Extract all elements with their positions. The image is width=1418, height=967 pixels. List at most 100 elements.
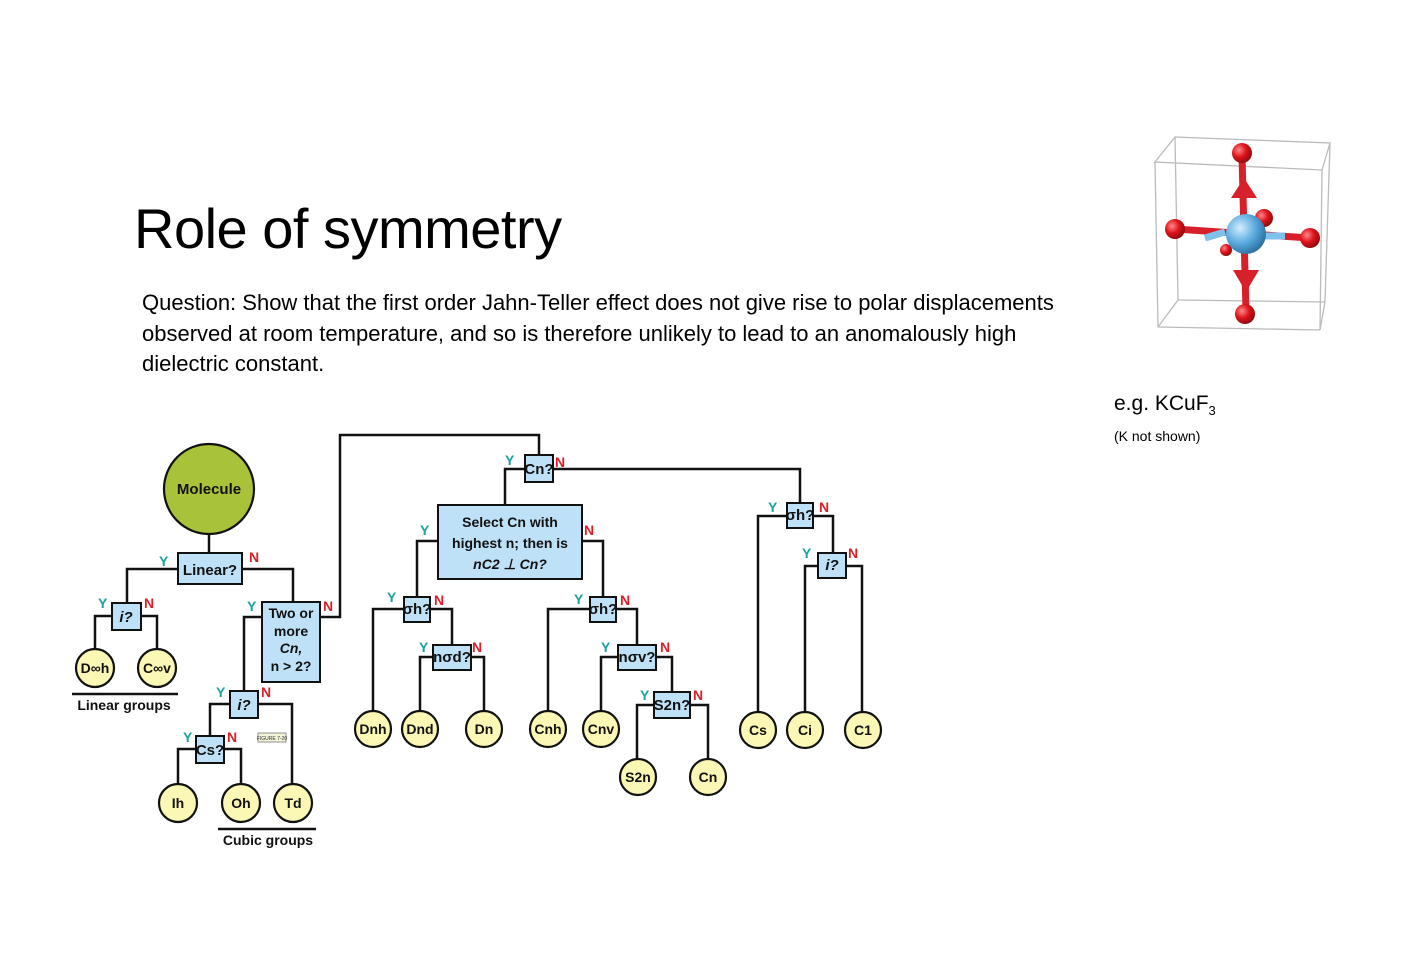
no-label: N (848, 545, 858, 561)
question-sigma-h-mid (589, 596, 617, 623)
yes-label: Y (505, 452, 515, 468)
group-td-label: Td (284, 795, 301, 811)
no-label: N (434, 592, 444, 608)
group-td (272, 782, 314, 824)
group-ci-label: Ci (798, 722, 812, 738)
atom-front (1220, 244, 1232, 256)
group-d-inf-h (74, 647, 116, 689)
question-c5-label: Cs? (196, 742, 224, 759)
yes-label: Y (159, 553, 169, 569)
question-inversion-right-label: i? (825, 557, 838, 574)
group-d-inf-h-label: D∞h (81, 660, 110, 676)
yes-label: Y (98, 595, 108, 611)
figure-tag (257, 732, 287, 743)
no-label: N (472, 639, 482, 655)
connector-lines (72, 433, 864, 831)
two-or-more-line1: Two or (269, 605, 314, 621)
yes-label: Y (601, 639, 611, 655)
question-select-cn (437, 504, 583, 580)
group-ih-label: Ih (172, 795, 184, 811)
question-c5 (195, 735, 225, 764)
question-inversion-right (817, 552, 847, 579)
example-subscript: 3 (1208, 403, 1216, 419)
question-cn (524, 454, 554, 483)
select-cn-line2: highest n; then is (452, 535, 568, 551)
group-s2n (618, 757, 658, 797)
group-dnh (353, 709, 393, 749)
figure-tag-label: FIGURE 7-20 (257, 736, 288, 742)
unit-cell-box (1153, 136, 1331, 331)
question-n-sigma-v (617, 644, 657, 671)
arrow-down (1233, 270, 1259, 292)
question-text: Question: Show that the first order Jahn… (142, 290, 1054, 376)
group-cnv-label: Cnv (588, 721, 615, 737)
yes-label: Y (420, 522, 430, 538)
atom-bottom (1235, 304, 1255, 324)
start-node-molecule (162, 442, 256, 536)
yes-label: Y (802, 545, 812, 561)
atom-top (1232, 143, 1252, 163)
example-label: e.g. KCuF3 (1114, 392, 1216, 418)
no-label: N (620, 592, 630, 608)
question-linear (177, 552, 243, 585)
question-n-sigma-v-label: nσv? (619, 649, 656, 666)
group-cs-label: Cs (749, 722, 767, 738)
question-cn-label: Cn? (524, 461, 553, 478)
question-two-or-more-cn (261, 601, 321, 683)
no-label: N (819, 499, 829, 515)
example-prefix: e.g. KCuF (1114, 392, 1209, 415)
atom-left (1165, 219, 1185, 239)
yes-label: Y (768, 499, 778, 515)
select-cn-line3: nC2 ⊥ Cn? (473, 556, 547, 572)
two-or-more-line4: n > 2? (271, 658, 312, 674)
no-label: N (584, 522, 594, 538)
no-label: N (227, 729, 237, 745)
arrow-up (1231, 178, 1257, 198)
group-cnv (581, 709, 621, 749)
question-inversion-cubic (229, 690, 259, 719)
group-ci (785, 710, 825, 750)
question-sigma-h-right (786, 502, 814, 529)
group-cnh (528, 709, 568, 749)
no-label: N (323, 598, 333, 614)
atom-center (1226, 214, 1266, 254)
no-label: N (261, 684, 271, 700)
question-inversion-linear-label: i? (119, 609, 132, 626)
group-dn (464, 709, 504, 749)
two-or-more-line3: Cn, (280, 640, 303, 656)
yes-label: Y (419, 639, 429, 655)
question-sigma-h-left-label: σh? (403, 601, 432, 618)
question-sigma-h-mid-label: σh? (589, 601, 618, 618)
question-inversion-cubic-label: i? (237, 697, 250, 714)
question-inversion-linear (111, 602, 142, 631)
question-n-sigma-d (432, 644, 472, 671)
group-dn-label: Dn (475, 721, 494, 737)
group-dnh-label: Dnh (359, 721, 386, 737)
group-c-inf-v (136, 647, 178, 689)
question-linear-label: Linear? (183, 562, 237, 579)
question-sigma-h-right-label: σh? (786, 507, 815, 524)
yes-label: Y (640, 687, 650, 703)
start-node-label: Molecule (177, 481, 241, 498)
atom-right (1300, 228, 1320, 248)
group-c1-label: C1 (854, 722, 872, 738)
linear-groups-label: Linear groups (77, 697, 171, 713)
yes-label: Y (387, 589, 397, 605)
question-n-sigma-d-label: nσd? (433, 649, 471, 666)
question-s2n (653, 691, 691, 719)
yes-label: Y (216, 684, 226, 700)
yes-label: Y (247, 598, 257, 614)
no-label: N (144, 595, 154, 611)
yes-label: Y (574, 591, 584, 607)
no-label: N (660, 639, 670, 655)
question-s2n-label: S2n? (654, 697, 691, 714)
no-label: N (693, 687, 703, 703)
group-c1 (843, 710, 883, 750)
slide-title: Role of symmetry (134, 197, 562, 260)
select-cn-line1: Select Cn with (462, 514, 558, 530)
question-sigma-h-left (403, 596, 431, 623)
group-dnd-label: Dnd (406, 721, 433, 737)
no-label: N (249, 549, 259, 565)
